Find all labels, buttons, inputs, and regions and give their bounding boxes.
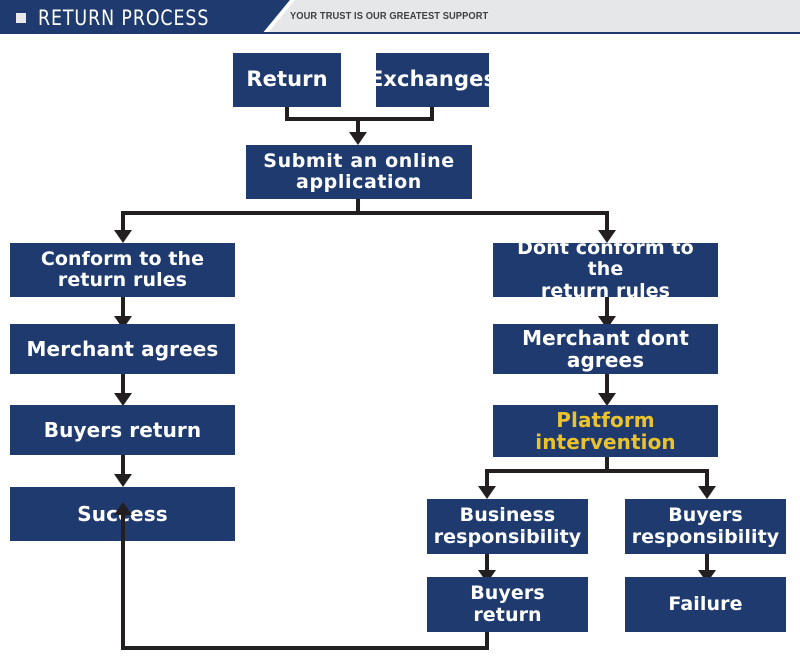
arrow-into-submit <box>349 132 367 145</box>
connector-split-bar-platform <box>485 469 709 473</box>
arrow-into-success <box>114 474 132 487</box>
flow-node-buyers-responsibility[interactable]: Buyers responsibility <box>625 499 786 554</box>
connector-left-branch-down <box>121 211 125 235</box>
connector-business-branch-down <box>485 469 489 490</box>
flow-node-merchant-agrees[interactable]: Merchant agrees <box>10 324 235 374</box>
flow-node-conform-return-rules[interactable]: Conform to the return rules <box>10 243 235 297</box>
connector-exchanges-down <box>430 107 434 119</box>
arrow-into-dont-conform <box>598 230 616 243</box>
arrow-into-business-responsibility <box>478 486 496 499</box>
flow-node-exchanges[interactable]: Exchanges <box>369 53 496 107</box>
flow-node-business-responsibility[interactable]: Business responsibility <box>427 499 588 554</box>
connector-buyers-return-left-down <box>121 455 125 479</box>
page-header: RETURN PROCESS YOUR TRUST IS OUR GREATES… <box>0 0 800 34</box>
arrow-into-buyers-responsibility <box>698 486 716 499</box>
header-underline <box>0 32 800 34</box>
arrow-into-success-feedback <box>114 502 132 515</box>
arrow-into-buyers-return-left <box>114 393 132 406</box>
flow-node-buyers-return-left[interactable]: Buyers return <box>10 405 235 455</box>
connector-right-branch-down <box>605 211 609 235</box>
connector-return-down <box>285 107 289 119</box>
connector-business-down <box>485 554 489 575</box>
flow-node-failure[interactable]: Failure <box>625 577 786 632</box>
connector-split-bar-main <box>121 211 609 215</box>
connector-feedback-up <box>121 514 125 646</box>
flow-node-buyers-return-right[interactable]: Buyers return <box>427 577 588 632</box>
connector-buyers-resp-down <box>705 554 709 575</box>
flow-node-submit-application[interactable]: Submit an online application <box>246 145 472 199</box>
connector-submit-down <box>356 199 360 214</box>
square-bullet-icon <box>16 13 26 23</box>
connector-feedback-down <box>485 632 489 650</box>
connector-platform-down <box>605 457 609 473</box>
connector-feedback-bottom <box>121 646 489 650</box>
connector-conform-down <box>121 297 125 321</box>
connector-merchant-dont-agrees-down <box>605 374 609 398</box>
connector-buyers-branch-down <box>705 469 709 490</box>
connector-merchant-agrees-down <box>121 374 125 398</box>
flow-node-return[interactable]: Return <box>233 53 341 107</box>
arrow-into-conform <box>114 230 132 243</box>
header-banner-shape <box>0 0 290 34</box>
flowchart-canvas: Return Exchanges Submit an online applic… <box>0 34 800 665</box>
header-tagline: YOUR TRUST IS OUR GREATEST SUPPORT <box>290 11 489 22</box>
flow-node-merchant-dont-agrees[interactable]: Merchant dont agrees <box>493 324 718 374</box>
connector-submit-stem <box>356 117 360 135</box>
connector-dont-conform-down <box>605 297 609 321</box>
arrow-into-platform-intervention <box>598 393 616 406</box>
page-title: RETURN PROCESS <box>38 6 210 30</box>
flow-node-dont-conform-return-rules[interactable]: Dont conform to the return rules <box>493 237 718 301</box>
flow-node-platform-intervention[interactable]: Platform intervention <box>493 405 718 457</box>
